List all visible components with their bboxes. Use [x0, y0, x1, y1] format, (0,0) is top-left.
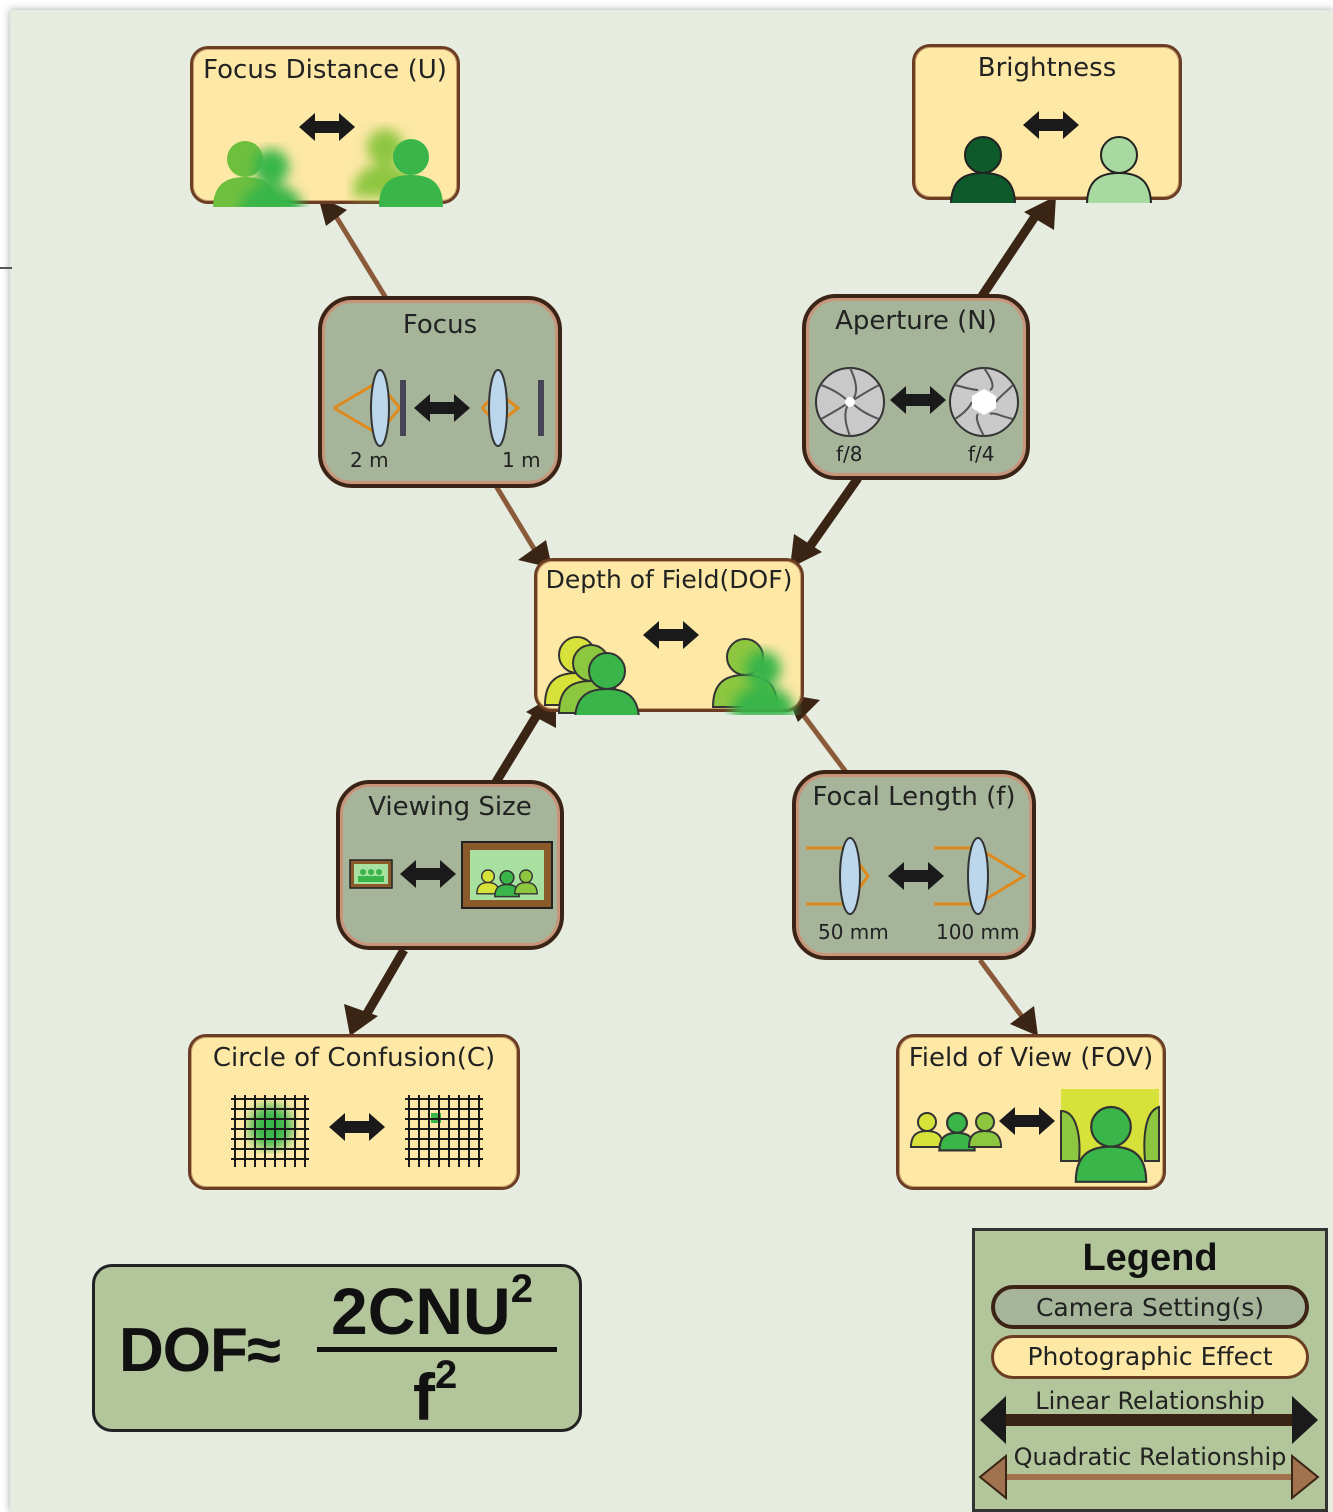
double-arrow-icon	[1023, 111, 1079, 139]
grid-icon	[231, 1095, 309, 1167]
grid-icon	[405, 1095, 483, 1167]
person-icon	[910, 1112, 944, 1148]
double-arrow-icon	[999, 1107, 1055, 1135]
formula-denominator-base: f	[413, 1360, 435, 1434]
aperture-icon	[815, 367, 885, 437]
lens-icon	[934, 837, 1027, 915]
focus-near-label: 2 m	[350, 448, 389, 472]
focus-far-label: 1 m	[502, 448, 541, 472]
brightness-box: Brightness	[912, 44, 1182, 203]
viewing-size-title: Viewing Size	[368, 792, 532, 822]
focal-length-illustration	[806, 837, 1027, 915]
person-icon	[1060, 1089, 1160, 1183]
person-icon	[1086, 136, 1152, 203]
double-arrow-icon	[400, 860, 456, 888]
legend-arrows	[978, 1396, 1320, 1501]
connector-viewing-to-coc	[344, 947, 408, 1036]
focus-distance-title: Focus Distance (U)	[203, 55, 447, 85]
legend-box: Legend Camera Setting(s) Photographic Ef…	[972, 1228, 1328, 1512]
focus-title: Focus	[402, 310, 478, 340]
aperture-icon	[949, 367, 1019, 437]
double-arrow-icon	[888, 862, 944, 890]
legend-photographic-effect: Photographic Effect	[991, 1335, 1309, 1379]
viewing-size-illustration	[349, 841, 553, 909]
lens-icon	[333, 369, 406, 447]
fov-title: Field of View (FOV)	[908, 1043, 1154, 1073]
quadratic-arrow-icon	[978, 1453, 1320, 1501]
brightness-illustration	[950, 111, 1152, 203]
double-arrow-icon	[329, 1113, 385, 1141]
focus-distance-illustration	[213, 113, 443, 207]
coc-title: Circle of Confusion(C)	[212, 1043, 496, 1073]
picture-frame-icon	[349, 859, 393, 889]
focus-distance-box: Focus Distance (U)	[190, 46, 460, 207]
formula-numerator-base: 2CNU	[331, 1274, 511, 1348]
formula-denominator: f2	[413, 1353, 457, 1435]
connector-aperture-to-dof	[790, 475, 862, 568]
connector-aperture-to-brightness	[978, 196, 1056, 299]
focal-length-box: Focal Length (f) 50 mm 100 mm	[792, 770, 1036, 960]
lens-icon	[806, 837, 870, 915]
dof-illustration	[544, 621, 795, 715]
legend-quadratic-label: Quadratic Relationship	[1013, 1443, 1287, 1471]
double-arrow-icon	[299, 113, 355, 141]
edge-line	[0, 267, 12, 269]
fov-illustration	[910, 1089, 1160, 1183]
linear-arrow-icon	[980, 1396, 1318, 1444]
formula-denominator-exponent: 2	[434, 1353, 458, 1397]
aperture-title: Aperture (N)	[835, 306, 997, 336]
dof-formula-box: DOF≈ 2CNU2 f2	[92, 1264, 582, 1435]
aperture-illustration	[815, 367, 1019, 437]
formula-numerator-exponent: 2	[510, 1267, 533, 1311]
aperture-setting-box: Aperture (N) f/8 f/4	[802, 294, 1030, 480]
connector-focal-to-fov	[977, 958, 1038, 1036]
formula-numerator: 2CNU2	[331, 1267, 533, 1349]
focus-illustration	[333, 369, 544, 447]
focal-long-label: 100 mm	[936, 920, 1020, 944]
focus-setting-box: Focus 2 m 1 m	[318, 296, 562, 488]
fov-box: Field of View (FOV)	[896, 1034, 1166, 1190]
legend-title: Legend	[1082, 1237, 1218, 1279]
coc-illustration	[231, 1095, 483, 1167]
person-icon	[950, 136, 1016, 203]
double-arrow-icon	[643, 621, 699, 649]
aperture-small-label: f/8	[836, 442, 863, 466]
coc-box: Circle of Confusion(C)	[188, 1034, 520, 1190]
connector-focus-to-dof	[493, 484, 552, 568]
formula-lhs: DOF≈	[119, 1316, 281, 1385]
formula-fraction-bar	[317, 1347, 557, 1352]
legend-camera-setting: Camera Setting(s)	[991, 1285, 1309, 1329]
lens-icon	[480, 369, 544, 447]
focal-short-label: 50 mm	[818, 920, 889, 944]
dof-title: Depth of Field(DOF)	[545, 565, 793, 594]
focal-length-title: Focal Length (f)	[812, 782, 1016, 812]
viewing-size-box: Viewing Size	[336, 780, 564, 950]
picture-frame-icon	[461, 841, 553, 909]
aperture-large-label: f/4	[968, 442, 995, 466]
dof-box: Depth of Field(DOF)	[534, 558, 804, 715]
legend-linear-label: Linear Relationship	[1035, 1387, 1265, 1415]
person-icon	[968, 1112, 1002, 1148]
brightness-title: Brightness	[977, 53, 1117, 83]
connector-focus-to-focus-distance	[318, 196, 389, 300]
double-arrow-icon	[414, 394, 470, 422]
double-arrow-icon	[890, 386, 946, 414]
